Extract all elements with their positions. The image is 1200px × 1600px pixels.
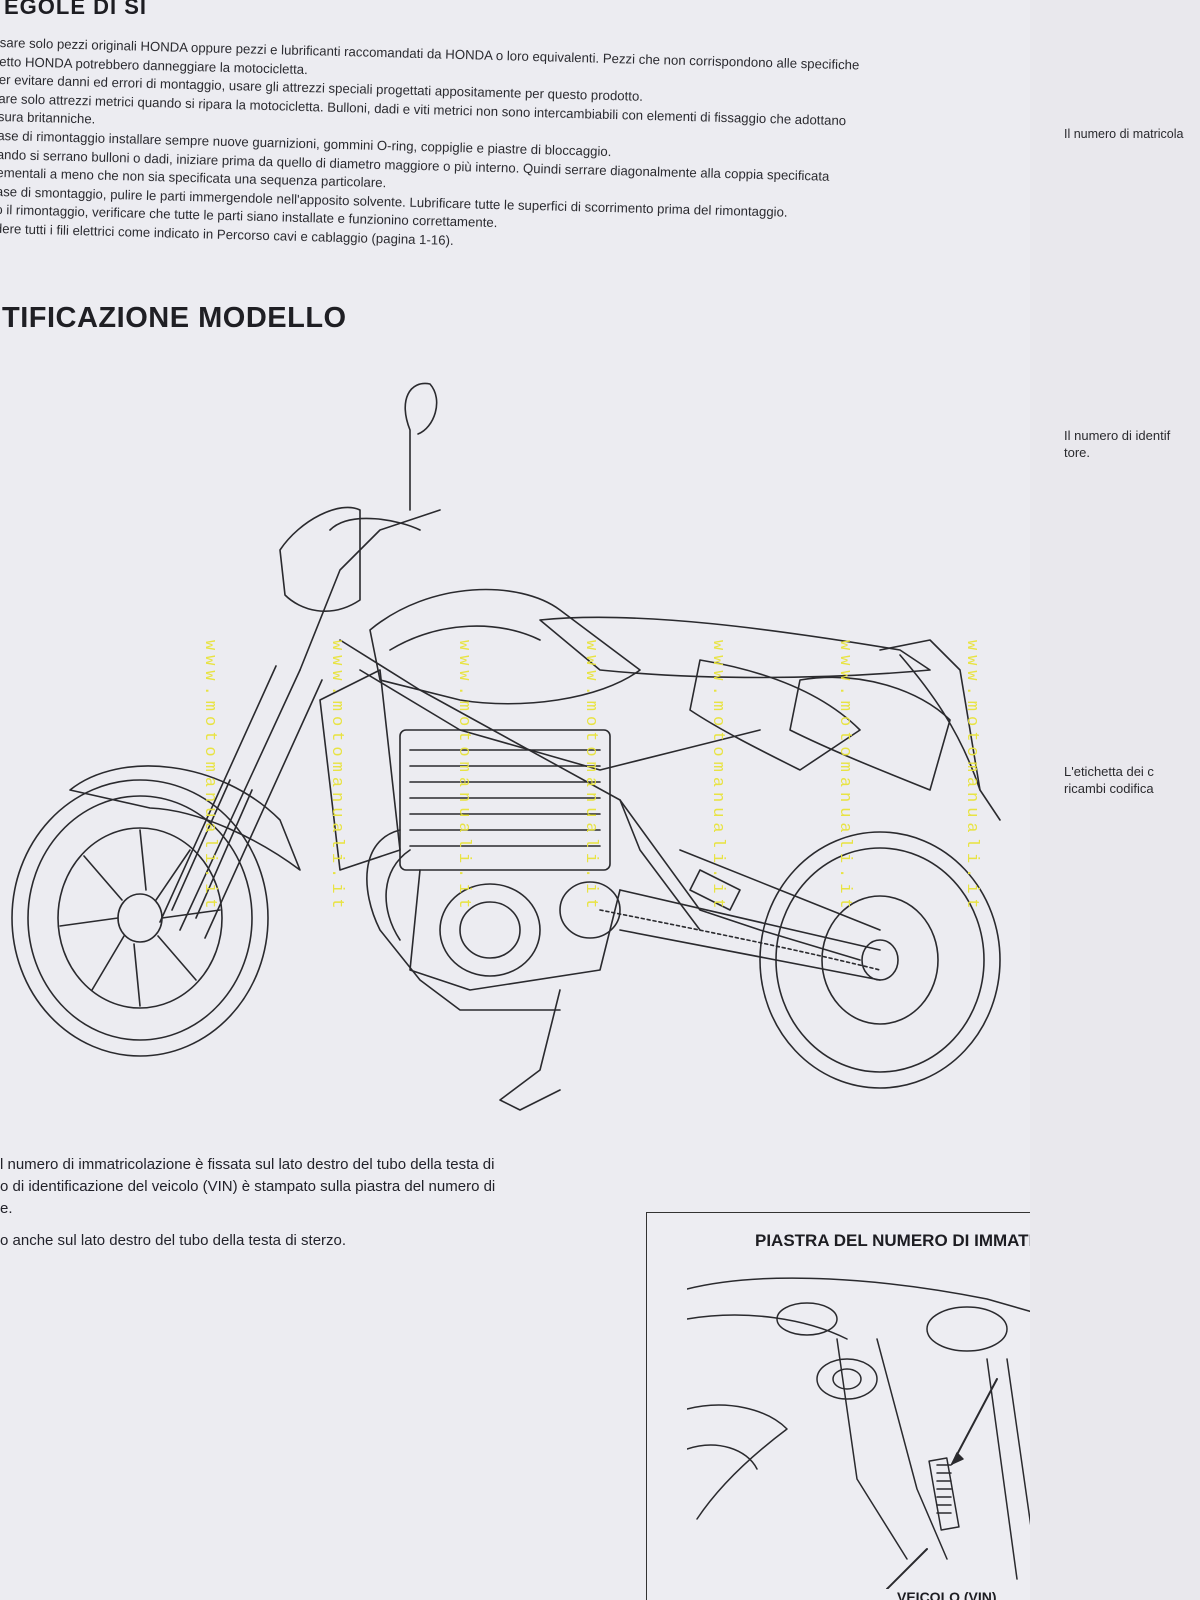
side-note: tore. (1064, 445, 1091, 460)
model-identification-title: TIFICAZIONE MODELLO (2, 302, 347, 334)
watermark: www.motomanuali.it (454, 640, 473, 914)
motorcycle-illustration (11, 382, 1001, 1111)
rear-wheel (759, 831, 1001, 1089)
side-note: L'etichetta dei c (1064, 764, 1154, 779)
caption-line: o di identificazione del veicolo (VIN) è… (0, 1178, 496, 1195)
registration-plate-inset: PIASTRA DEL NUMERO DI IMMATRICOLAZIONE (646, 1212, 1030, 1600)
engine (399, 729, 621, 991)
caption-line: l numero di immatricolazione è fissata s… (0, 1156, 495, 1173)
rules-list: sare solo pezzi originali HONDA oppure p… (0, 34, 1010, 265)
caption-line: o anche sul lato destro del tubo della t… (0, 1232, 347, 1249)
watermark: www.motomanuali.it (835, 640, 854, 914)
side-note: Il numero di identif (1064, 428, 1171, 443)
vin-caption: l numero di immatricolazione è fissata s… (0, 1154, 640, 1252)
vin-label: VEICOLO (VIN) (897, 1589, 997, 1600)
caption-line: e. (0, 1200, 13, 1217)
watermark: www.motomanuali.it (200, 640, 219, 914)
watermark: www.motomanuali.it (327, 640, 346, 914)
watermark: www.motomanuali.it (708, 640, 727, 914)
steering-head-illustration (687, 1277, 1030, 1589)
section-heading-partial: EGOLE DI SI (4, 0, 148, 19)
inset-title: PIASTRA DEL NUMERO DI IMMATRICOLAZIONE (755, 1231, 1030, 1250)
side-stand (499, 989, 561, 1111)
side-note: ricambi codifica (1064, 781, 1154, 796)
adjacent-page: Il numero di matricola Il numero di iden… (1030, 0, 1200, 1600)
manual-page: EGOLE DI SI sare solo pezzi originali HO… (0, 0, 1030, 1600)
header-row: EGOLE DI SI (0, 0, 1030, 26)
watermark: www.motomanuali.it (581, 640, 600, 914)
side-note: Il numero di matricola (1064, 127, 1184, 141)
watermark: www.motomanuali.it (962, 640, 981, 914)
